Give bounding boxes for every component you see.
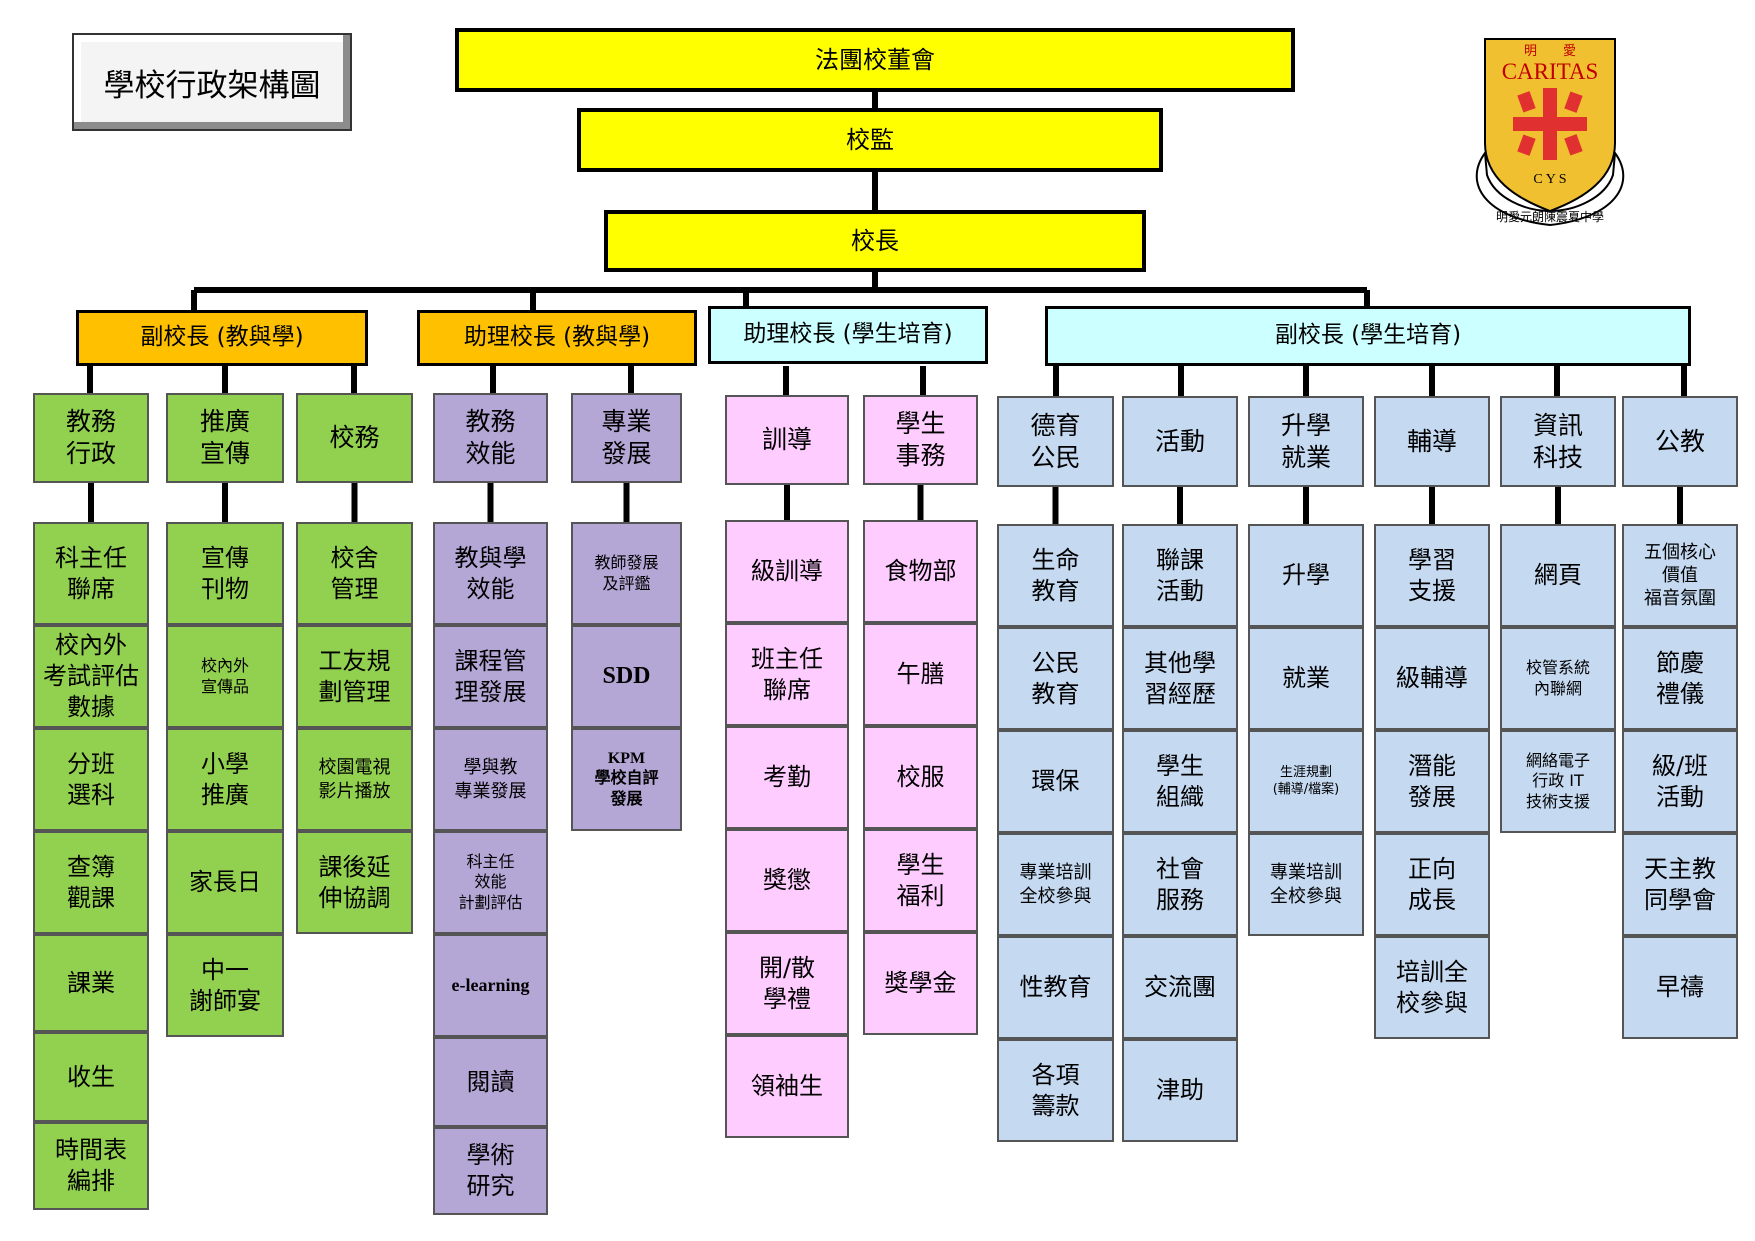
- task-box: 聯課 活動: [1122, 524, 1238, 627]
- task-box: 分班 選科: [33, 728, 149, 831]
- task-box: 級輔導: [1374, 627, 1490, 730]
- task-box: 學習 支援: [1374, 524, 1490, 627]
- department-box: 教務 效能: [433, 393, 548, 483]
- task-box: 中一 謝師宴: [166, 934, 284, 1037]
- task-box: 時間表 編排: [33, 1122, 149, 1210]
- task-box: 獎懲: [725, 829, 849, 932]
- task-box: KPM 學校自評 發展: [571, 728, 682, 831]
- task-box: 科主任 聯席: [33, 522, 149, 625]
- task-box: 校管系統 內聯網: [1500, 627, 1616, 730]
- task-box: 交流團: [1122, 936, 1238, 1039]
- task-box: 性教育: [997, 936, 1114, 1039]
- supervisor-box: 校監: [577, 108, 1163, 172]
- task-box: 天主教 同學會: [1622, 833, 1738, 936]
- task-box: 課業: [33, 934, 149, 1032]
- task-box: 校服: [863, 726, 978, 829]
- task-box: 正向 成長: [1374, 833, 1490, 936]
- task-box: 五個核心 價值 福音氛圍: [1622, 524, 1738, 627]
- task-box: 培訓全 校參與: [1374, 936, 1490, 1039]
- department-box: 推廣 宣傳: [166, 393, 284, 483]
- task-box: 課程管 理發展: [433, 625, 548, 728]
- task-box: 考勤: [725, 726, 849, 829]
- task-box: 專業培訓 全校參與: [997, 833, 1114, 936]
- task-box: 生涯規劃 (輔導/檔案): [1248, 730, 1364, 833]
- task-box: 收生: [33, 1032, 149, 1122]
- task-box: 小學 推廣: [166, 728, 284, 831]
- ap-teaching-box: 助理校長 (教與學): [417, 310, 697, 366]
- task-box: 領袖生: [725, 1035, 849, 1138]
- task-box: 工友規 劃管理: [296, 625, 413, 728]
- department-box: 活動: [1122, 396, 1238, 487]
- task-box: 宣傳 刊物: [166, 522, 284, 625]
- task-box: 網頁: [1500, 524, 1616, 627]
- vp-teaching-box: 副校長 (教與學): [76, 310, 368, 366]
- task-box: 查簿 觀課: [33, 831, 149, 934]
- task-box: 環保: [997, 730, 1114, 833]
- department-box: 專業 發展: [571, 393, 682, 483]
- department-box: 校務: [296, 393, 413, 483]
- task-box: 教師發展 及評鑑: [571, 522, 682, 625]
- task-box: 公民 教育: [997, 627, 1114, 730]
- department-box: 公教: [1622, 396, 1738, 487]
- task-box: 開/散 學禮: [725, 932, 849, 1035]
- task-box: 級訓導: [725, 520, 849, 623]
- task-box: 社會 服務: [1122, 833, 1238, 936]
- chart-title: 學校行政架構圖: [72, 33, 352, 131]
- task-box: 獎學金: [863, 932, 978, 1035]
- department-box: 德育 公民: [997, 396, 1114, 487]
- task-box: 課後延 伸協調: [296, 831, 413, 934]
- logo-ribbon: 明愛元朗陳震夏中學: [1496, 209, 1604, 224]
- task-box: 班主任 聯席: [725, 623, 849, 726]
- task-box: 學與教 專業發展: [433, 728, 548, 831]
- task-box: 學術 研究: [433, 1127, 548, 1215]
- task-box: 節慶 禮儀: [1622, 627, 1738, 730]
- department-box: 升學 就業: [1248, 396, 1364, 487]
- principal-box: 校長: [604, 210, 1146, 272]
- task-box: 校內外 考試評估 數據: [33, 625, 149, 728]
- task-box: 學生 組織: [1122, 730, 1238, 833]
- task-box: 家長日: [166, 831, 284, 934]
- board-box: 法團校董會: [455, 28, 1295, 92]
- task-box: 食物部: [863, 520, 978, 623]
- task-box: 津助: [1122, 1039, 1238, 1142]
- task-box: 生命 教育: [997, 524, 1114, 627]
- department-box: 學生 事務: [863, 395, 978, 485]
- task-box: 潛能 發展: [1374, 730, 1490, 833]
- task-box: 閱讀: [433, 1037, 548, 1127]
- logo-chinese-top: 明 愛: [1524, 44, 1576, 59]
- task-box: e-learning: [433, 934, 548, 1037]
- ap-student-box: 助理校長 (學生培育): [708, 306, 988, 364]
- department-box: 輔導: [1374, 396, 1490, 487]
- task-box: 其他學 習經歷: [1122, 627, 1238, 730]
- task-box: 網絡電子 行政 IT 技術支援: [1500, 730, 1616, 833]
- task-box: 校內外 宣傳品: [166, 625, 284, 728]
- task-box: 升學: [1248, 524, 1364, 627]
- task-box: 教與學 效能: [433, 522, 548, 625]
- task-box: 科主任 效能 計劃評估: [433, 831, 548, 934]
- logo-initials: C Y S: [1533, 172, 1566, 187]
- task-box: 校園電視 影片播放: [296, 728, 413, 831]
- task-box: 級/班 活動: [1622, 730, 1738, 833]
- department-box: 訓導: [725, 395, 849, 485]
- task-box: SDD: [571, 625, 682, 728]
- department-box: 資訊 科技: [1500, 396, 1616, 487]
- task-box: 早禱: [1622, 936, 1738, 1039]
- department-box: 教務 行政: [33, 393, 149, 483]
- logo-name: CARITAS: [1502, 59, 1599, 84]
- caritas-logo: 明 愛 CARITAS C Y S 明愛元朗陳震夏中學: [1475, 38, 1625, 227]
- task-box: 各項 籌款: [997, 1039, 1114, 1142]
- task-box: 午膳: [863, 623, 978, 726]
- task-box: 學生 福利: [863, 829, 978, 932]
- task-box: 就業: [1248, 627, 1364, 730]
- task-box: 校舍 管理: [296, 522, 413, 625]
- task-box: 專業培訓 全校參與: [1248, 833, 1364, 936]
- vp-student-box: 副校長 (學生培育): [1045, 306, 1691, 366]
